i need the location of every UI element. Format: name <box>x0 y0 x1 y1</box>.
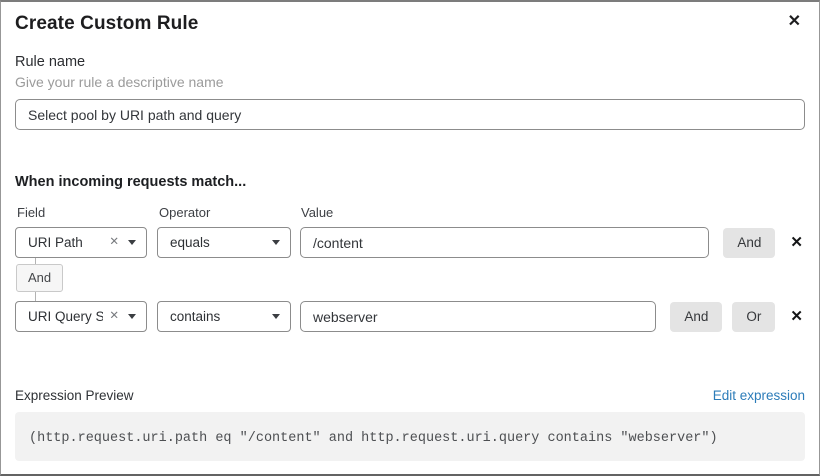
expression-preview-header: Expression Preview Edit expression <box>15 388 805 403</box>
field-select[interactable]: URI Path ✕ <box>15 227 147 258</box>
expression-code-block: (http.request.uri.path eq "/content" and… <box>15 412 805 461</box>
clear-icon[interactable]: ✕ <box>109 309 119 322</box>
dialog-header: Create Custom Rule ✕ <box>15 12 805 36</box>
and-button[interactable]: And <box>723 227 776 258</box>
expression-code: (http.request.uri.path eq "/content" and… <box>29 431 718 446</box>
row-logic-buttons: And <box>723 227 776 258</box>
rule-name-input[interactable] <box>15 99 805 130</box>
field-column-label: Field <box>17 205 46 220</box>
chevron-down-icon <box>128 240 136 245</box>
remove-condition-icon[interactable]: ✕ <box>790 308 803 325</box>
chevron-down-icon <box>272 240 280 245</box>
value-input[interactable] <box>300 227 710 258</box>
condition-row-1: URI Path ✕ equals And ✕ <box>15 227 805 258</box>
condition-column-labels: Field Operator Value <box>15 205 805 220</box>
or-button[interactable]: Or <box>732 301 776 332</box>
condition-connector: And <box>15 258 155 301</box>
and-connector-badge: And <box>16 264 64 292</box>
field-select-value: URI Path <box>28 235 83 250</box>
match-section-heading: When incoming requests match... <box>15 174 247 190</box>
operator-select[interactable]: contains <box>157 301 291 332</box>
operator-select-value: equals <box>170 235 210 250</box>
edit-expression-link[interactable]: Edit expression <box>712 388 805 403</box>
clear-icon[interactable]: ✕ <box>109 235 119 248</box>
select-controls: ✕ <box>109 309 136 323</box>
and-button[interactable]: And <box>670 301 723 332</box>
value-input[interactable] <box>300 301 657 332</box>
select-controls <box>272 314 280 319</box>
expression-preview-label: Expression Preview <box>15 388 134 403</box>
rule-name-helper: Give your rule a descriptive name <box>15 74 224 90</box>
rule-name-label: Rule name <box>15 54 86 70</box>
operator-select-value: contains <box>170 309 221 324</box>
row-logic-buttons: And Or <box>670 301 776 332</box>
dialog-title: Create Custom Rule <box>15 13 199 34</box>
select-controls: ✕ <box>109 235 136 249</box>
operator-select[interactable]: equals <box>157 227 291 258</box>
field-select-value: URI Query St... <box>28 309 103 324</box>
condition-row-2: URI Query St... ✕ contains And Or ✕ <box>15 301 805 332</box>
operator-column-label: Operator <box>159 205 211 220</box>
chevron-down-icon <box>272 314 280 319</box>
remove-condition-icon[interactable]: ✕ <box>790 234 803 251</box>
field-select[interactable]: URI Query St... ✕ <box>15 301 147 332</box>
value-column-label: Value <box>301 205 334 220</box>
close-icon[interactable]: ✕ <box>786 10 803 34</box>
chevron-down-icon <box>128 314 136 319</box>
select-controls <box>272 240 280 245</box>
